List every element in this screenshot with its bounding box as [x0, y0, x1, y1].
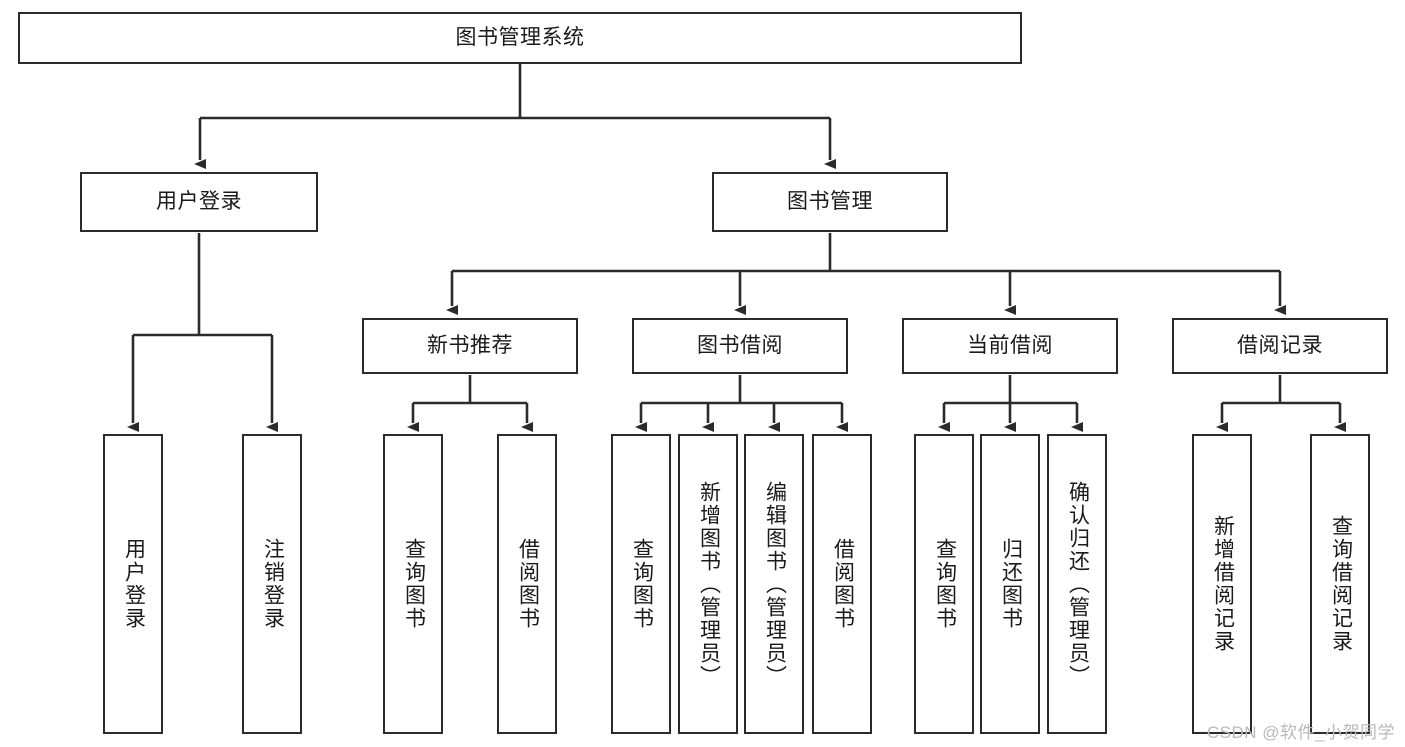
leaf-query-book-current[interactable]: 查询图书	[914, 434, 974, 734]
leaf-borrow-book-recommend[interactable]: 借阅图书	[497, 434, 557, 734]
node-label: 用户登录	[122, 538, 146, 630]
node-book-borrow[interactable]: 图书借阅	[632, 318, 848, 374]
leaf-user-login[interactable]: 用户登录	[103, 434, 163, 734]
leaf-borrow-book[interactable]: 借阅图书	[812, 434, 872, 734]
node-label: 新增借阅记录	[1211, 515, 1235, 653]
leaf-add-book-admin[interactable]: 新增图书（管理员）	[678, 434, 738, 734]
node-label: 查询借阅记录	[1329, 515, 1353, 653]
node-label: 新书推荐	[427, 334, 513, 358]
node-label: 注销登录	[261, 538, 285, 630]
leaf-query-book-borrow[interactable]: 查询图书	[611, 434, 671, 734]
node-label: 查询图书	[402, 538, 426, 630]
node-label: 借阅图书	[516, 538, 540, 630]
leaf-return-book[interactable]: 归还图书	[980, 434, 1040, 734]
node-label: 归还图书	[999, 538, 1023, 630]
node-label: 用户登录	[156, 190, 242, 214]
node-label: 图书借阅	[697, 334, 783, 358]
node-label: 图书管理	[787, 190, 873, 214]
node-root-system[interactable]: 图书管理系统	[18, 12, 1022, 64]
leaf-edit-book-admin[interactable]: 编辑图书（管理员）	[744, 434, 804, 734]
node-borrow-records[interactable]: 借阅记录	[1172, 318, 1388, 374]
leaf-logout[interactable]: 注销登录	[242, 434, 302, 734]
watermark-text: CSDN @软件_小贺同学	[1206, 723, 1395, 742]
node-user-login[interactable]: 用户登录	[80, 172, 318, 232]
node-label: 新增图书（管理员）	[697, 480, 721, 688]
node-label: 编辑图书（管理员）	[763, 480, 787, 688]
node-label: 图书管理系统	[455, 26, 585, 50]
leaf-add-borrow-record[interactable]: 新增借阅记录	[1192, 434, 1252, 734]
node-label: 查询图书	[933, 538, 957, 630]
node-new-book-recommend[interactable]: 新书推荐	[362, 318, 578, 374]
node-book-management[interactable]: 图书管理	[712, 172, 948, 232]
leaf-query-borrow-record[interactable]: 查询借阅记录	[1310, 434, 1370, 734]
leaf-query-book-recommend[interactable]: 查询图书	[383, 434, 443, 734]
node-label: 借阅记录	[1237, 334, 1323, 358]
leaf-confirm-return-admin[interactable]: 确认归还（管理员）	[1047, 434, 1107, 734]
node-current-borrow[interactable]: 当前借阅	[902, 318, 1118, 374]
node-label: 查询图书	[630, 538, 654, 630]
node-label: 当前借阅	[967, 334, 1053, 358]
node-label: 借阅图书	[831, 538, 855, 630]
node-label: 确认归还（管理员）	[1066, 480, 1090, 688]
